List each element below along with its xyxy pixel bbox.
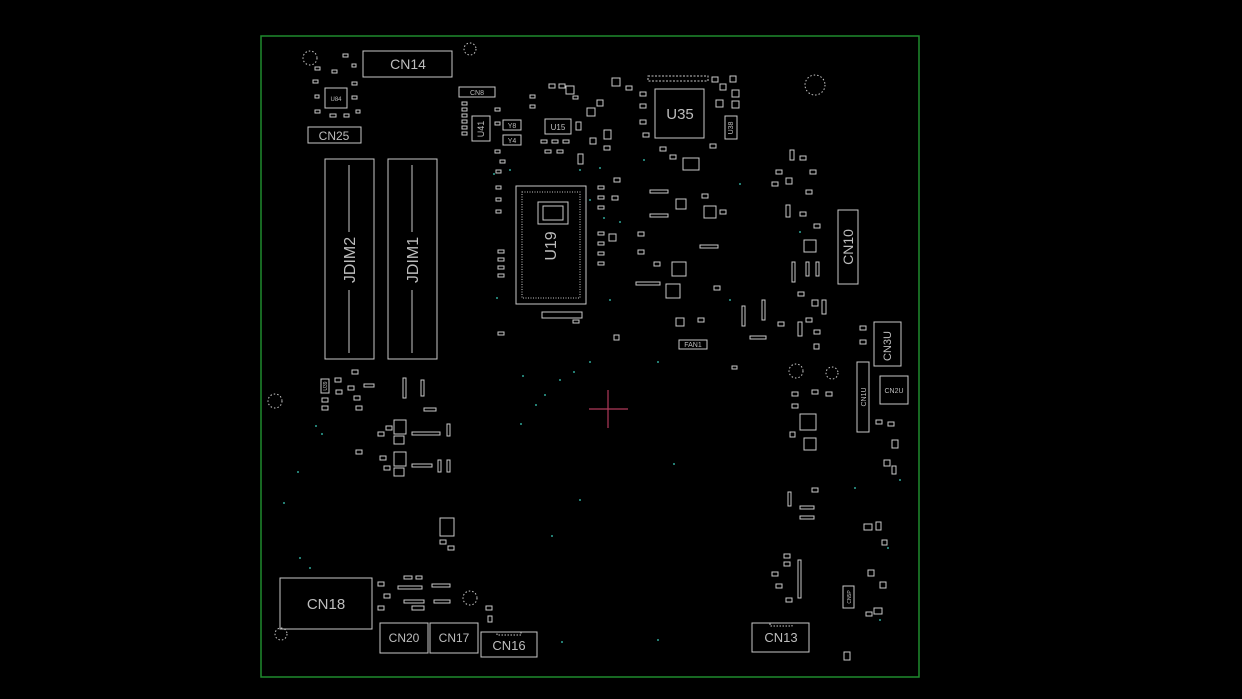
dimm-slot-jdim1[interactable]: JDIM1	[387, 158, 438, 360]
connector-cn1u[interactable]: CN1U	[856, 361, 870, 433]
cn17-label: CN17	[439, 631, 470, 645]
connector-cn3u[interactable]: CN3U	[873, 321, 902, 367]
small-components	[312, 53, 361, 118]
small-components	[321, 369, 451, 477]
connector-cn16[interactable]: CN16	[480, 631, 538, 658]
u15-label: U15	[551, 123, 566, 132]
y4-label: Y4	[508, 138, 517, 145]
cn1u-label: CN1U	[861, 387, 868, 406]
cn10-label: CN10	[840, 229, 856, 265]
fan1-label: FAN1	[684, 342, 702, 349]
jdim1-label: JDIM1	[405, 237, 422, 283]
connector-cn5p[interactable]: CN5P	[842, 585, 855, 609]
via-dots	[283, 159, 901, 643]
cn18-label: CN18	[307, 596, 345, 613]
u84-label: U84	[330, 97, 342, 103]
connector-cn10[interactable]: CN10	[837, 209, 859, 285]
small-components	[787, 325, 899, 661]
small-components	[497, 185, 620, 341]
chip-u39[interactable]: U39	[320, 378, 330, 394]
cn20-label: CN20	[389, 631, 420, 645]
u38-label: U38	[728, 121, 735, 134]
cn25-label: CN25	[319, 129, 350, 143]
crystal-y4[interactable]: Y4	[502, 134, 522, 146]
small-components	[377, 517, 493, 623]
board-outline	[260, 35, 920, 678]
u19-label: U19	[543, 231, 560, 260]
u41-label: U41	[476, 121, 486, 138]
small-components	[611, 75, 740, 370]
cn13-label: CN13	[764, 630, 797, 645]
connector-cn20[interactable]: CN20	[379, 622, 429, 654]
connector-cn14[interactable]: CN14	[362, 50, 453, 78]
connector-cn2u[interactable]: CN2U	[879, 375, 909, 405]
dimm-slot-jdim2[interactable]: JDIM2	[324, 158, 375, 360]
connector-cn25[interactable]: CN25	[307, 126, 362, 144]
chip-u35[interactable]: U35	[654, 88, 705, 139]
chip-u84[interactable]: U84	[324, 87, 348, 109]
cpu-u19[interactable]: U19	[515, 185, 587, 305]
chip-u15[interactable]: U15	[544, 118, 572, 135]
cn5p-label: CN5P	[847, 590, 853, 604]
chip-u41[interactable]: U41	[471, 115, 491, 142]
connector-fan1[interactable]: FAN1	[678, 339, 708, 350]
y8-label: Y8	[508, 123, 517, 130]
small-components	[741, 149, 827, 350]
cn14-label: CN14	[390, 56, 426, 72]
jdim2-label: JDIM2	[342, 237, 359, 283]
small-components	[461, 83, 612, 214]
u35-label: U35	[666, 106, 694, 123]
crystal-y8[interactable]: Y8	[502, 119, 522, 131]
crosshair-cursor-icon	[589, 390, 628, 428]
connector-cn13[interactable]: CN13	[751, 622, 810, 653]
cn8-label: CN8	[470, 90, 484, 97]
cn2u-label: CN2U	[884, 388, 903, 395]
u39-label: U39	[323, 381, 329, 390]
chip-u38[interactable]: U38	[724, 115, 738, 140]
connector-cn17[interactable]: CN17	[429, 622, 479, 654]
connector-cn8[interactable]: CN8	[458, 86, 496, 98]
cn16-label: CN16	[492, 638, 525, 653]
mounting-hole	[267, 42, 839, 641]
connector-cn18[interactable]: CN18	[279, 577, 373, 630]
small-components	[771, 553, 802, 603]
cn3u-label: CN3U	[882, 331, 894, 361]
